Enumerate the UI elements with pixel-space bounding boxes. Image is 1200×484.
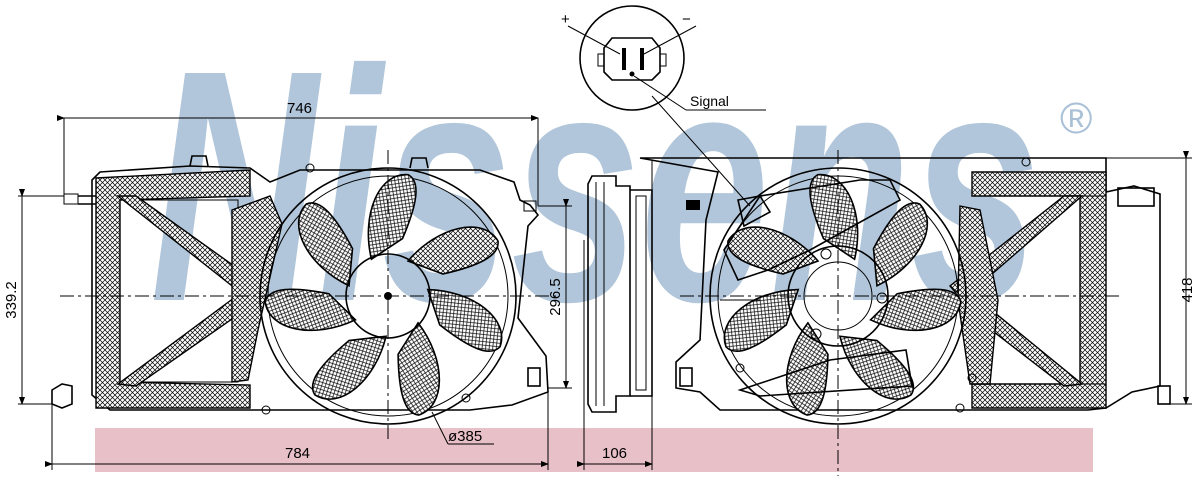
front-foot-left: [51, 383, 73, 409]
connector-pin-signal: [629, 71, 635, 77]
dim-depth: 106: [602, 445, 627, 462]
rear-connector-housing: [737, 195, 772, 228]
front-foot-right: [527, 367, 541, 387]
front-side-rib: [231, 195, 283, 383]
dimension-lines: 746 784 339.2 296.5 418 106 ø385: [3, 100, 1196, 470]
connector-pin-negative: [640, 48, 644, 70]
connector-signal-label: Signal: [690, 93, 729, 109]
dim-width-mount: 746: [287, 100, 312, 117]
registered-mark: ®: [1060, 94, 1092, 143]
side-profile: [587, 175, 631, 413]
rear-view: [639, 150, 1171, 476]
connector-minus-label: −: [682, 11, 691, 28]
rear-motor-bracket: [723, 179, 902, 281]
front-fan-blades: [264, 173, 503, 416]
connector-detail-circle: [579, 5, 685, 111]
front-shroud-outline: [91, 165, 549, 411]
dim-fan-diameter: ø385: [448, 428, 482, 445]
side-view: [583, 160, 653, 470]
connector-plug: [603, 37, 661, 81]
rear-mount-tab-left: [686, 200, 700, 210]
connector-pin-positive: [622, 48, 626, 70]
front-view: [51, 150, 560, 440]
dim-width-total: 784: [285, 445, 310, 462]
rear-foot-left: [679, 367, 693, 387]
rear-fan-blades: [723, 173, 962, 416]
dim-height-right: 418: [1179, 277, 1196, 302]
connector-detail: + − Signal: [561, 5, 766, 207]
rear-mount-bracket: [1117, 187, 1155, 207]
dim-height-mid: 296.5: [547, 278, 564, 316]
connector-plus-label: +: [561, 11, 570, 28]
highlight-band: [95, 428, 1093, 472]
dim-height-left: 339.2: [3, 281, 20, 319]
front-mount-tab-left: [63, 193, 79, 205]
front-mount-tab-right: [523, 200, 537, 212]
rear-foot-right: [1157, 385, 1171, 405]
